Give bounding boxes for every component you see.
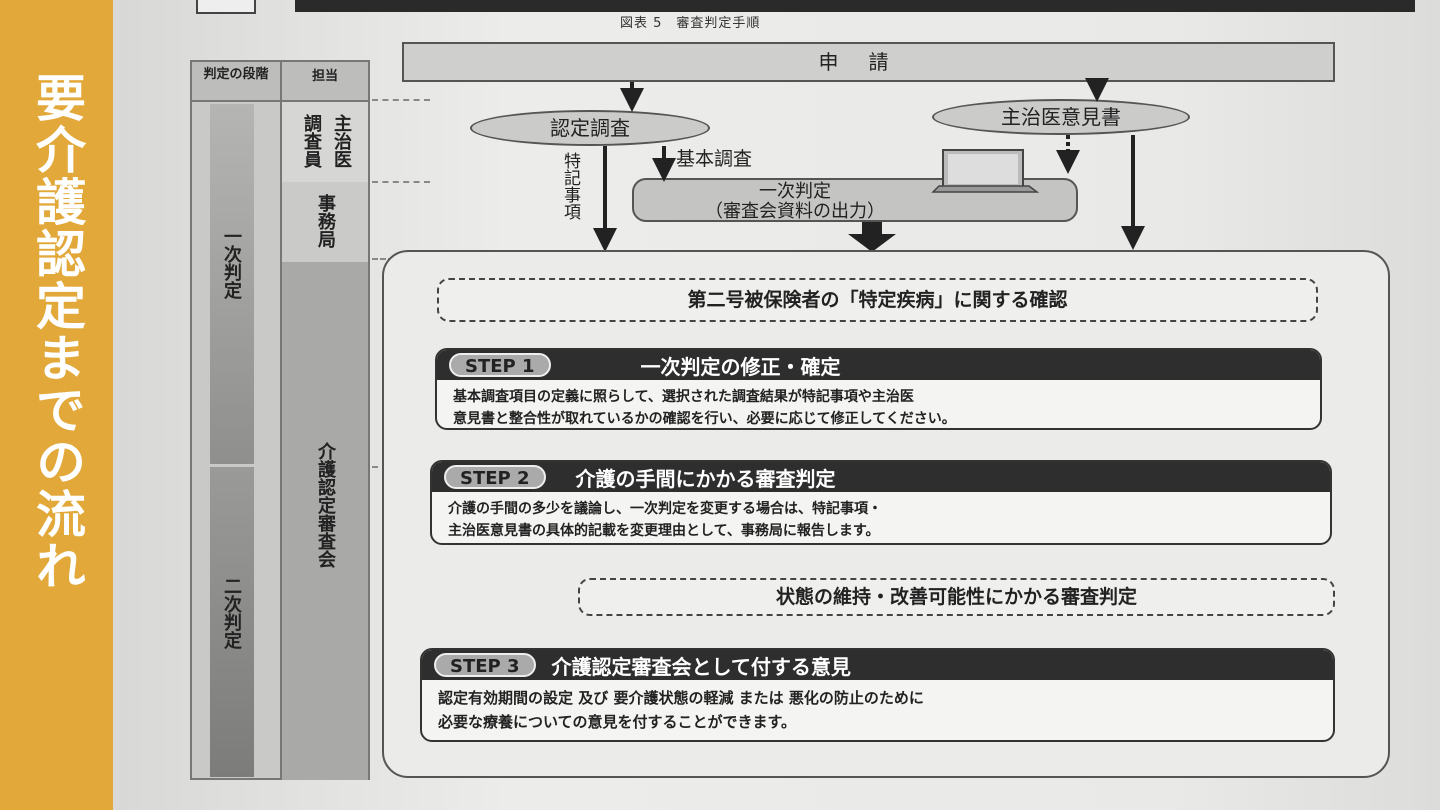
basic-survey-label: 基本調査: [676, 148, 753, 170]
slide-title: 要介護認定までの流れ: [28, 72, 86, 592]
step3-body-line: 認定有効期間の設定 及び 要介護状態の軽減 または 悪化の防止のために: [438, 689, 924, 707]
step1-body-line: 基本調査項目の定義に照らして、選択された調査結果が特記事項や主治医: [453, 389, 914, 405]
divider: [372, 181, 430, 183]
figure-caption: 図表 5 審査判定手順: [620, 16, 761, 31]
step3-box: STEP 3 介護認定審査会として付する意見 認定有効期間の設定 及び 要介護状態…: [420, 648, 1335, 742]
doctor-opinion-ellipse: 主治医意見書: [932, 99, 1190, 135]
header-bar: [295, 0, 1415, 12]
role-committee: 介護認定審査会: [315, 442, 336, 568]
step3-title: 介護認定審査会として付する意見: [551, 654, 851, 679]
step1-badge: STEP 1: [449, 353, 551, 377]
step3-body: 認定有効期間の設定 及び 要介護状態の軽減 または 悪化の防止のために必要な療養…: [422, 680, 1333, 740]
step3-badge: STEP 3: [434, 653, 536, 677]
stage-primary: 一次判定: [221, 227, 242, 299]
page-number-box: [196, 0, 256, 14]
step1-body-line: 意見書と整合性が取れているかの確認を行い、必要に応じて修正してください。: [453, 411, 956, 427]
role-office-section: 事務局: [282, 182, 368, 262]
role-stage-table: 判定の段階 一次判定 二次判定 担当 主治医 調査員 事務局 介護認定審査会: [190, 60, 370, 780]
step2-badge: STEP 2: [444, 465, 546, 489]
step1-box: STEP 1 一次判定の修正・確定 基本調査項目の定義に照らして、選択された調査結…: [435, 348, 1322, 430]
step2-header: STEP 2 介護の手間にかかる審査判定: [432, 462, 1330, 492]
title-sidebar: 要介護認定までの流れ: [0, 0, 113, 810]
role-investigator-doctor: 主治医 調査員: [282, 102, 368, 182]
primary-line1: 一次判定: [759, 181, 831, 202]
stage-column: 判定の段階 一次判定 二次判定: [192, 62, 282, 778]
role-committee-section: 介護認定審査会: [282, 262, 368, 780]
secondary-stage-band: [210, 467, 254, 777]
step1-title: 一次判定の修正・確定: [640, 354, 841, 379]
divider: [372, 99, 430, 101]
step2-box: STEP 2 介護の手間にかかる審査判定 介護の手間の多少を議論し、一次判定を変更…: [430, 460, 1332, 545]
role-investigator: 調査員: [301, 114, 322, 168]
role-column: 担当 主治医 調査員 事務局 介護認定審査会: [282, 62, 368, 780]
step3-header: STEP 3 介護認定審査会として付する意見: [422, 650, 1333, 680]
step2-body-line: 介護の手間の多少を議論し、一次判定を変更する場合は、特記事項・: [448, 501, 882, 517]
step1-body: 基本調査項目の定義に照らして、選択された調査結果が特記事項や主治医意見書と整合性…: [437, 380, 1320, 428]
role-office: 事務局: [315, 194, 336, 248]
apply-bar: 申請: [402, 42, 1335, 82]
step3-body-line: 必要な療養についての意見を付することができます。: [438, 713, 797, 731]
step2-title: 介護の手間にかかる審査判定: [575, 466, 836, 491]
role-header: 担当: [282, 62, 368, 102]
primary-line2: （審査会資料の出力）: [705, 201, 885, 222]
stage-secondary: 二次判定: [221, 577, 242, 649]
stage-header: 判定の段階: [192, 62, 280, 102]
specific-disease-check: 第二号被保険者の「特定疾病」に関する確認: [437, 278, 1318, 322]
survey-ellipse: 認定調査: [470, 110, 710, 146]
thick-arrow: [848, 222, 896, 252]
step1-header: STEP 1 一次判定の修正・確定: [437, 350, 1320, 380]
special-notes-label: 特記事項: [560, 152, 580, 220]
role-doctor: 主治医: [331, 114, 352, 168]
primary-stage-band: [210, 104, 254, 464]
maintain-improve-judgement: 状態の維持・改善可能性にかかる審査判定: [578, 578, 1335, 616]
laptop-icon: [931, 149, 1040, 193]
step2-body-line: 主治医意見書の具体的記載を変更理由として、事務局に報告します。: [448, 523, 880, 539]
step2-body: 介護の手間の多少を議論し、一次判定を変更する場合は、特記事項・主治医意見書の具体…: [432, 492, 1330, 543]
